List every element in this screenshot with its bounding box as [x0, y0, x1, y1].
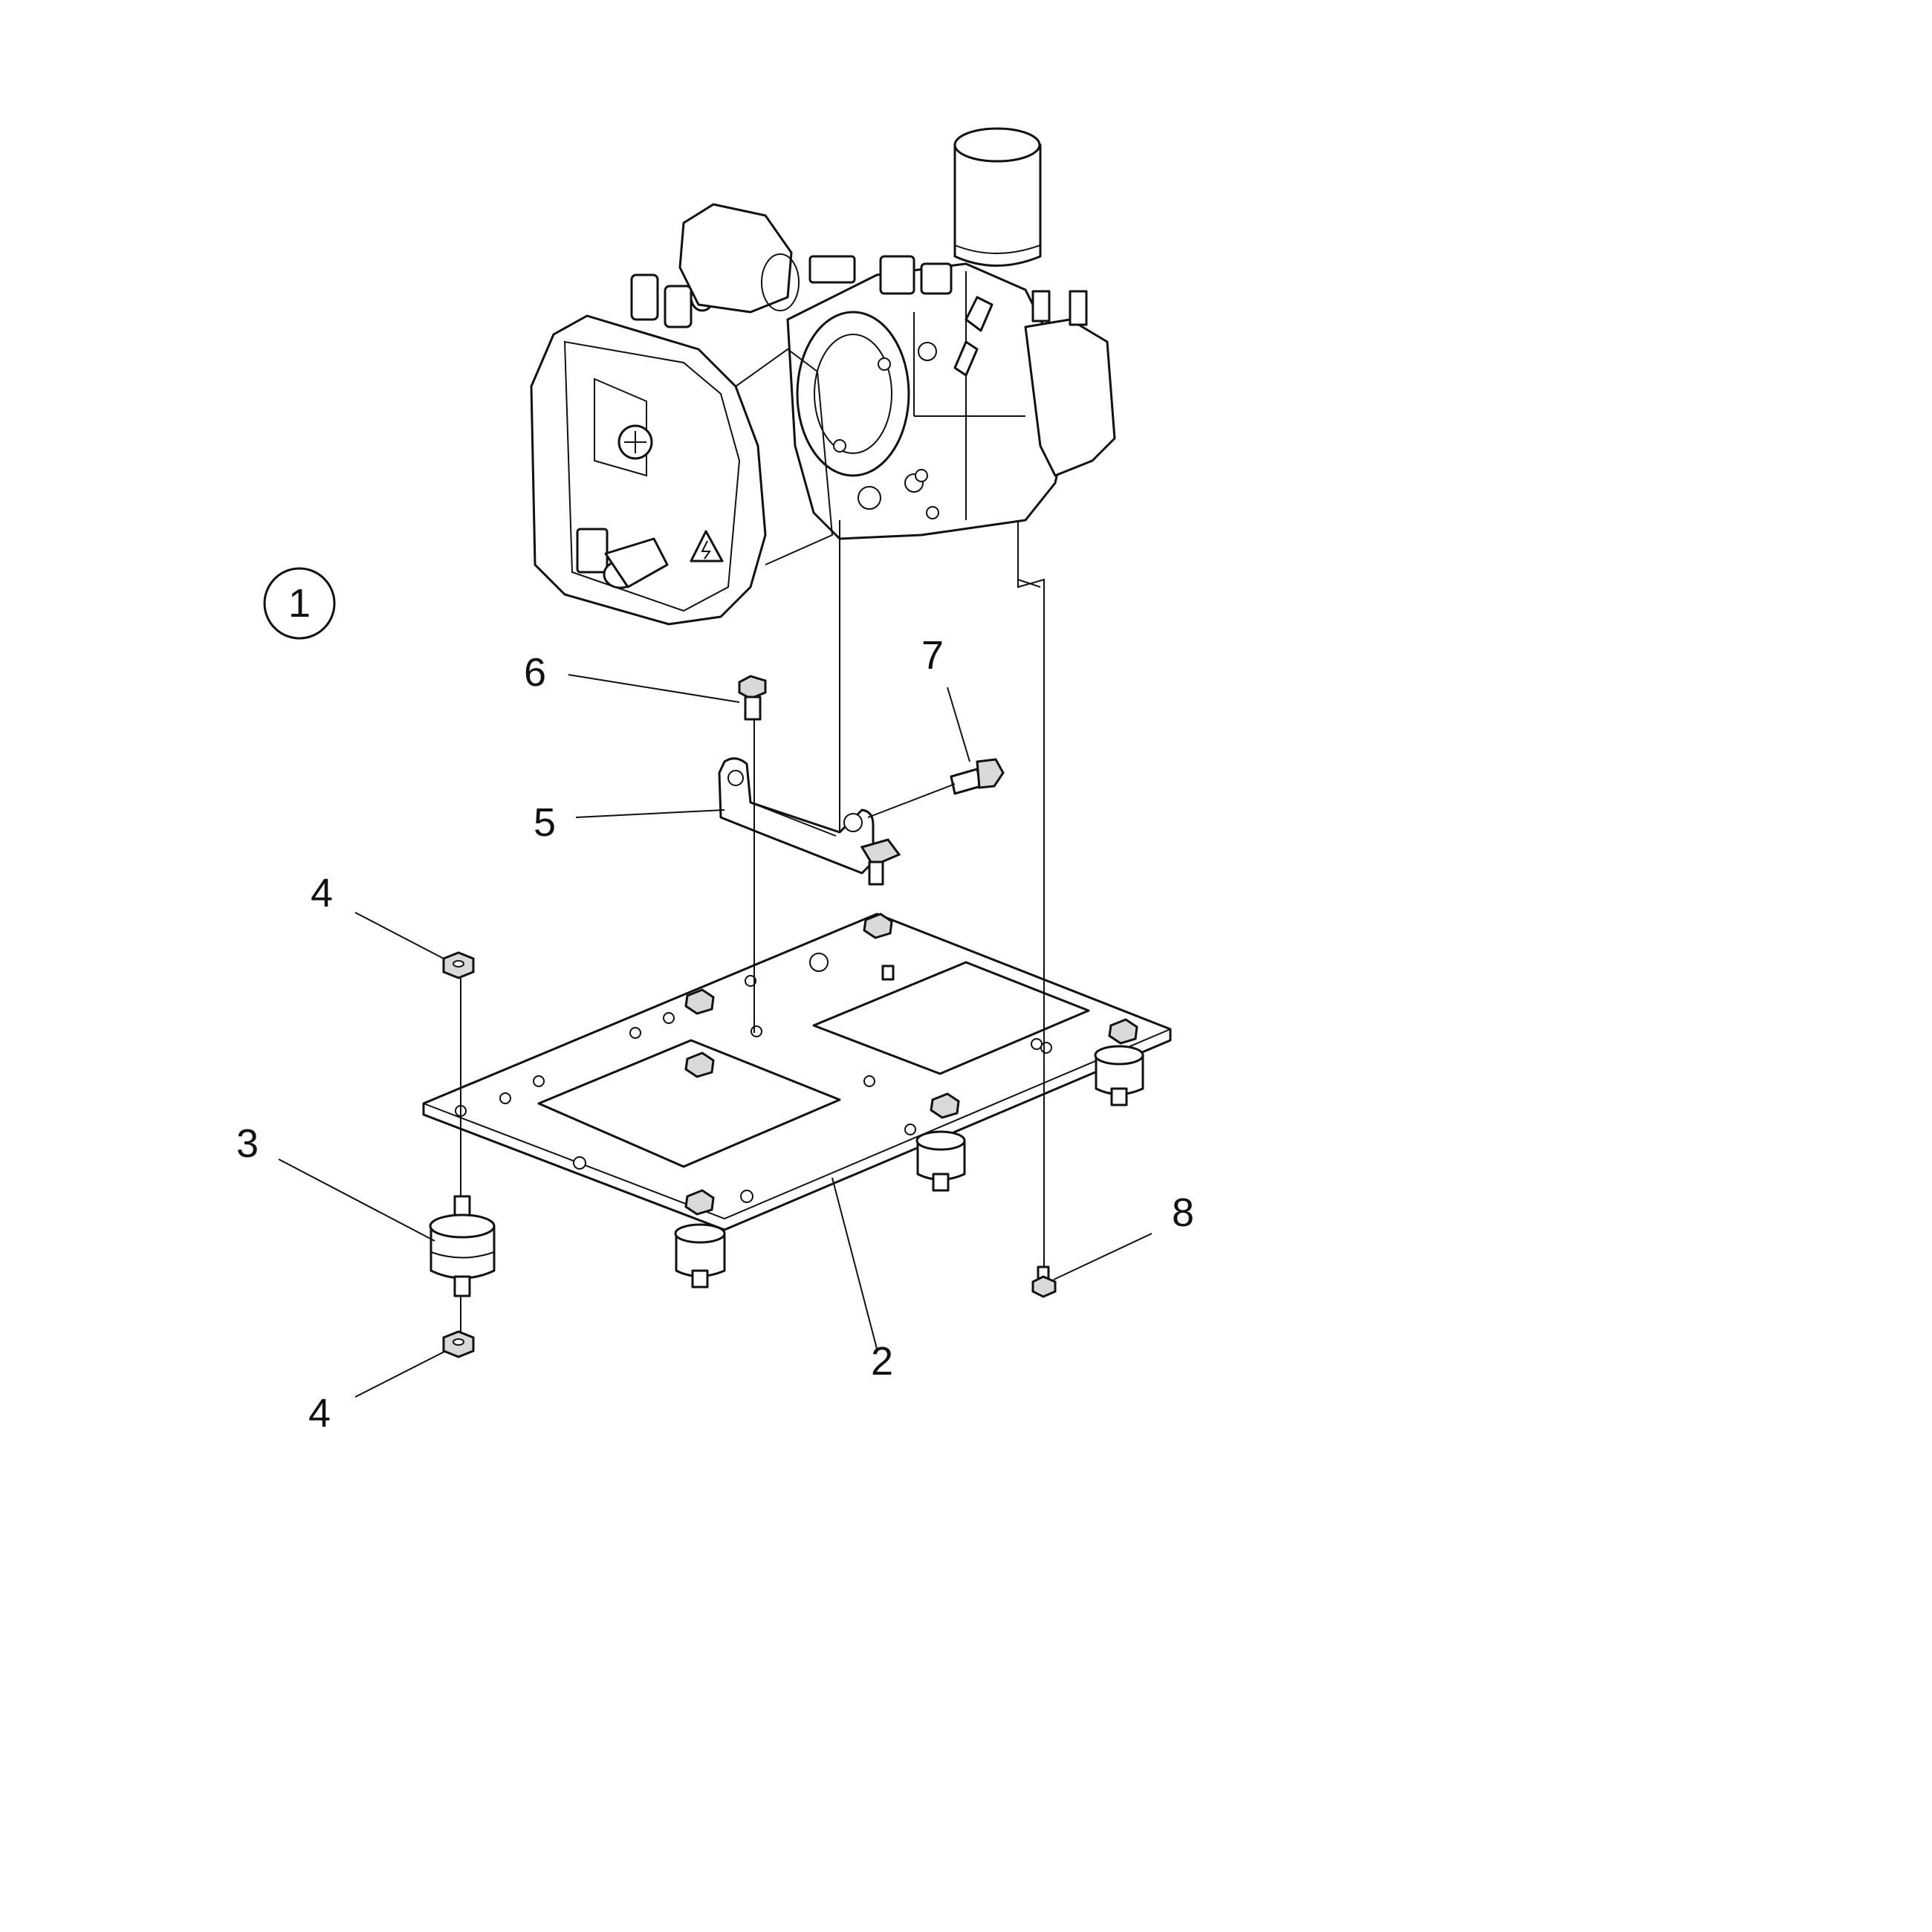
- coupling-flange: [796, 311, 910, 477]
- callout-4-upper: 4: [311, 871, 333, 915]
- part-6-flange-bolt: [738, 675, 767, 721]
- base-plate-opening-right: [812, 961, 1090, 1075]
- assembly-center-lines: [460, 520, 1045, 1332]
- compressor-motor-assembly: [530, 127, 1116, 626]
- callout-4-lower: 4: [308, 1391, 331, 1436]
- part-7-bracket-bolt: [867, 758, 1005, 818]
- callout-7: 7: [921, 633, 944, 678]
- callout-labels: 6 7 5 4 3 4 2 8: [236, 633, 1194, 1436]
- electric-motor: [530, 314, 834, 626]
- base-plate-feet: [674, 1045, 1144, 1288]
- assembly-marker-label: 1: [288, 581, 311, 626]
- top-fittings: [630, 203, 993, 377]
- part-5-mounting-bracket: [718, 757, 901, 886]
- part-8-screw: [1031, 1265, 1057, 1298]
- callout-5: 5: [534, 800, 556, 845]
- part-4-flange-nut-upper: [442, 951, 475, 979]
- assembly-foot-marker: [1017, 520, 1041, 588]
- callout-2: 2: [871, 1339, 893, 1384]
- callout-leaders: [278, 674, 1153, 1398]
- motor-connector: [576, 528, 609, 574]
- callout-3: 3: [236, 1121, 259, 1166]
- callout-6: 6: [524, 650, 546, 695]
- part-2-base-plate: [422, 912, 1172, 1288]
- part-3-rubber-mount: [429, 1195, 496, 1297]
- callout-8: 8: [1172, 1190, 1194, 1235]
- assembly-marker: 1: [263, 567, 336, 640]
- high-voltage-warning-icon: [690, 530, 724, 563]
- base-plate-opening-left: [537, 1039, 841, 1168]
- right-housing: [1024, 290, 1116, 477]
- part-4-flange-nut-lower: [442, 1330, 475, 1358]
- base-plate-top-nuts: [684, 912, 1138, 1216]
- filter-canister: [953, 127, 1042, 267]
